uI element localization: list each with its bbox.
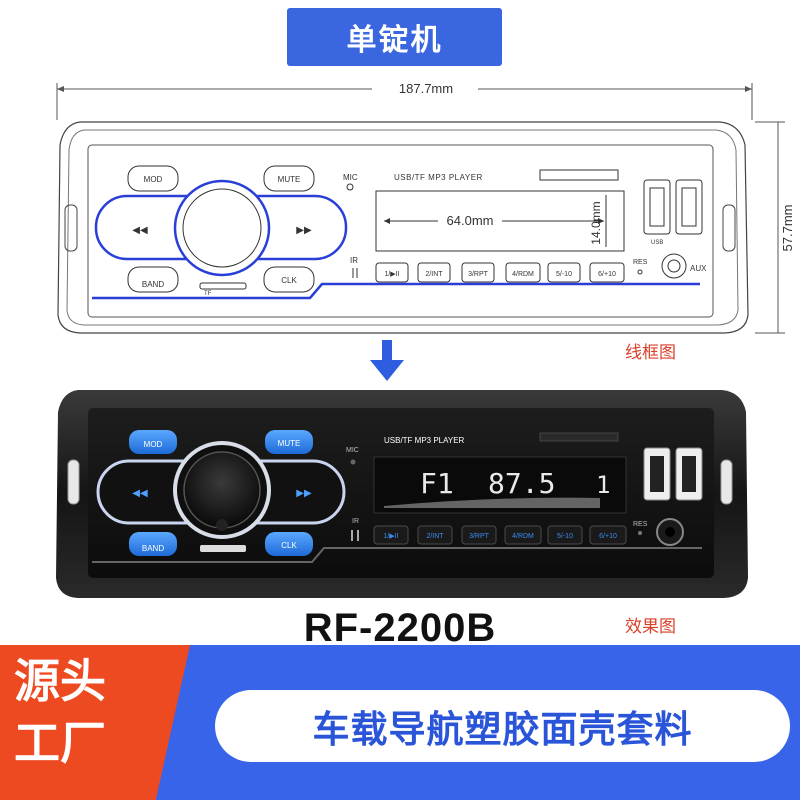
next-button-label: ▶▶ [296,488,312,499]
band-button-label: BAND [142,544,164,553]
lcd-channel: 1 [596,471,610,499]
wf-aux-label: AUX [690,264,707,273]
factory-badge-line1: 源头 [14,654,106,708]
wf-preset-row: 1/▶II 2/INT 3/RPT 4/RDM 5/-10 6/+10 [375,262,625,283]
mute-button-label: MUTE [278,439,301,448]
preset-1-label: 1/▶II [383,533,398,540]
preset-2-label: 2/INT [426,533,444,540]
model-number: RF-2200B [303,606,497,650]
wf-preset-1: 1/▶II [384,271,399,278]
wf-tf-label: TF [204,291,212,297]
wf-mic-label: MIC [343,173,358,182]
preset-5-label: 5/-10 [557,533,573,540]
factory-badge-text: 源头 工厂 [14,650,164,774]
product-type-title: 单锭机 [346,23,443,58]
wf-usb-label: USB [651,240,663,246]
wf-player-label: USB/TF MP3 PLAYER [394,173,483,182]
wf-band-label: BAND [142,280,164,289]
wf-clk-label: CLK [281,276,297,285]
wf-display-height-label: 14.0mm [589,201,603,244]
preset-4-label: 4/RDM [512,533,534,540]
wf-mod-label: MOD [144,175,163,184]
preset-3-label: 3/RPT [469,533,490,540]
lcd-frequency: 87.5 [488,467,555,500]
width-dimension-label: 187.7mm [399,81,453,96]
wireframe-drawing: 187.7mm 57.7mm MOD MUTE BAND CLK ◀◀ ▶▶ T… [56,80,795,334]
preset-6-label: 6/+10 [599,533,617,540]
wf-preset-5: 5/-10 [556,271,572,278]
ir-label: IR [352,518,359,525]
wf-next-label: ▶▶ [296,225,312,236]
product-type-badge: 单锭机 [287,8,502,66]
mic-label: MIC [346,447,359,454]
preset-button-row: 1/▶II 2/INT 3/RPT 4/RDM 5/-10 6/+10 [373,525,627,545]
rendered-unit: MOD MUTE ◀◀ ▶▶ BAND CLK MIC IR USB/TF MP… [56,390,748,598]
res-label: RES [633,521,648,528]
lcd-band: F1 [420,467,454,500]
wf-preset-2: 2/INT [425,271,443,278]
lcd-display: F1 87.5 1 [384,467,610,508]
wf-prev-label: ◀◀ [132,225,148,236]
render-caption: 效果图 [625,617,676,637]
factory-badge [0,645,190,800]
clk-button-label: CLK [281,541,297,550]
wf-preset-4: 4/RDM [512,271,534,278]
promo-pill: 车载导航塑胶面壳套料 [215,690,790,762]
wf-ir-label: IR [350,256,358,265]
promo-text: 车载导航塑胶面壳套料 [312,708,693,751]
wf-preset-6: 6/+10 [598,271,616,278]
prev-button-label: ◀◀ [132,488,148,499]
height-dimension-label: 57.7mm [780,205,795,252]
down-arrow-icon [370,340,404,381]
product-drawings: 187.7mm 57.7mm MOD MUTE BAND CLK ◀◀ ▶▶ T… [56,80,795,598]
wf-display-width-label: 64.0mm [447,213,494,228]
factory-badge-line2: 工厂 [14,716,106,770]
wf-preset-3: 3/RPT [468,271,489,278]
wf-res-label: RES [633,259,648,266]
mod-button-label: MOD [144,440,163,449]
wireframe-caption: 线框图 [625,343,676,363]
wf-mute-label: MUTE [278,175,301,184]
player-label: USB/TF MP3 PLAYER [384,436,465,445]
